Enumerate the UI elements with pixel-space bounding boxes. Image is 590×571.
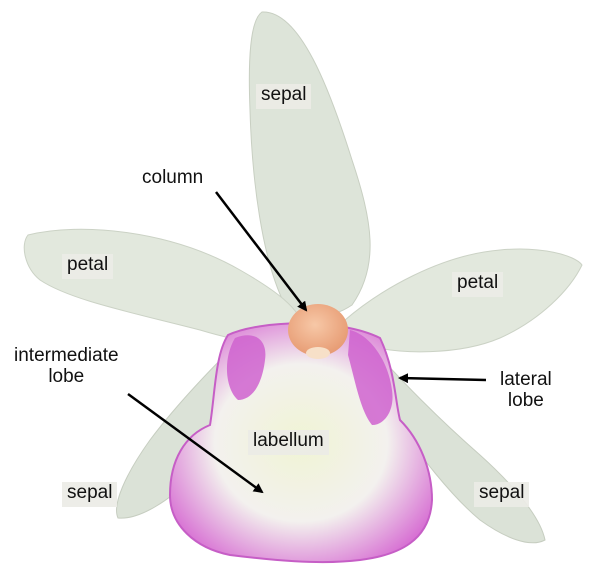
sepal-top-shape [249, 12, 370, 316]
labellum-label: labellum [248, 430, 329, 455]
petal-right-label: petal [452, 272, 503, 297]
sepal-left-label: sepal [62, 482, 117, 507]
lateral-lobe-label: lateral lobe [500, 370, 552, 412]
sepal-right-label: sepal [474, 482, 529, 507]
intermediate-lobe-label: intermediate lobe [14, 346, 119, 388]
petal-right-shape [344, 249, 582, 352]
column-label: column [142, 168, 203, 189]
column-tip [306, 347, 330, 359]
lateral-lobe-arrow [400, 378, 486, 380]
petal-left-label: petal [62, 254, 113, 279]
sepal-top-label: sepal [256, 84, 311, 109]
